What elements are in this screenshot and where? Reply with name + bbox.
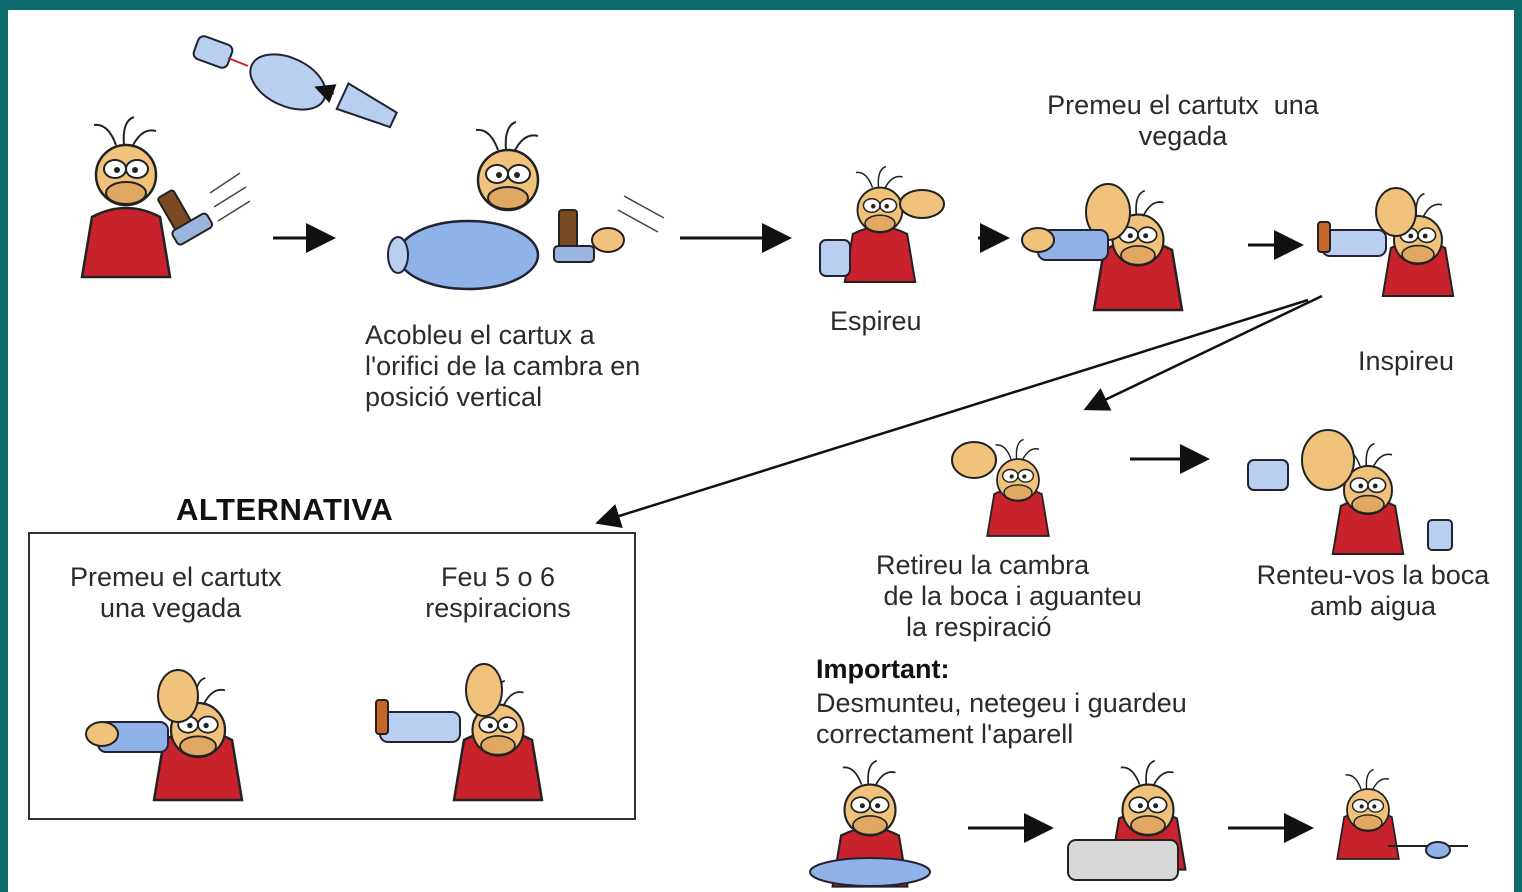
arrow-to-remove [1083, 294, 1323, 411]
figure-store [1336, 768, 1468, 860]
arrows-top-row [273, 223, 1304, 260]
figure-attach [386, 120, 665, 291]
arrow-to-alternative [595, 298, 1309, 528]
label-inhale: Inspireu [1358, 346, 1455, 376]
figure-inhale [1317, 187, 1455, 298]
figure-remove-chamber [951, 438, 1050, 537]
figure-shake [80, 115, 251, 279]
figure-disassemble [809, 759, 931, 888]
important-title: Important: [816, 654, 950, 684]
figure-alt-breaths [375, 663, 544, 802]
important-text: Desmunteu, netegeu i guardeu correctamen… [816, 688, 1187, 749]
label-rinse: Renteu-vos la boca amb aigua [1256, 560, 1490, 621]
inhaler-instructions-diagram: Acobleu el cartux a l'orifici de la camb… [8, 10, 1514, 892]
label-exhale: Espireu [830, 306, 922, 336]
label-remove-chamber: Retireu la cambra de la boca i aguanteu … [876, 550, 1142, 642]
figure-press-once [1021, 183, 1184, 312]
figure-alt-press [85, 669, 244, 802]
label-attach: Acobleu el cartux a l'orifici de la camb… [365, 320, 641, 412]
illustration-layer [80, 35, 1468, 888]
figure-wash [1067, 759, 1187, 881]
label-press-once: Premeu el cartutx una vegada [1047, 90, 1319, 151]
alternative-box [28, 532, 636, 820]
label-alt-press: Premeu el cartutx una vegada [70, 562, 282, 623]
label-alt-breaths: Feu 5 o 6 respiracions [425, 562, 571, 623]
alternative-title: ALTERNATIVA [176, 492, 394, 527]
figure-exhale [819, 165, 945, 284]
figure-rinse [1247, 429, 1453, 556]
arrows-branch [595, 294, 1323, 528]
chamber-parts-icon [192, 35, 399, 129]
